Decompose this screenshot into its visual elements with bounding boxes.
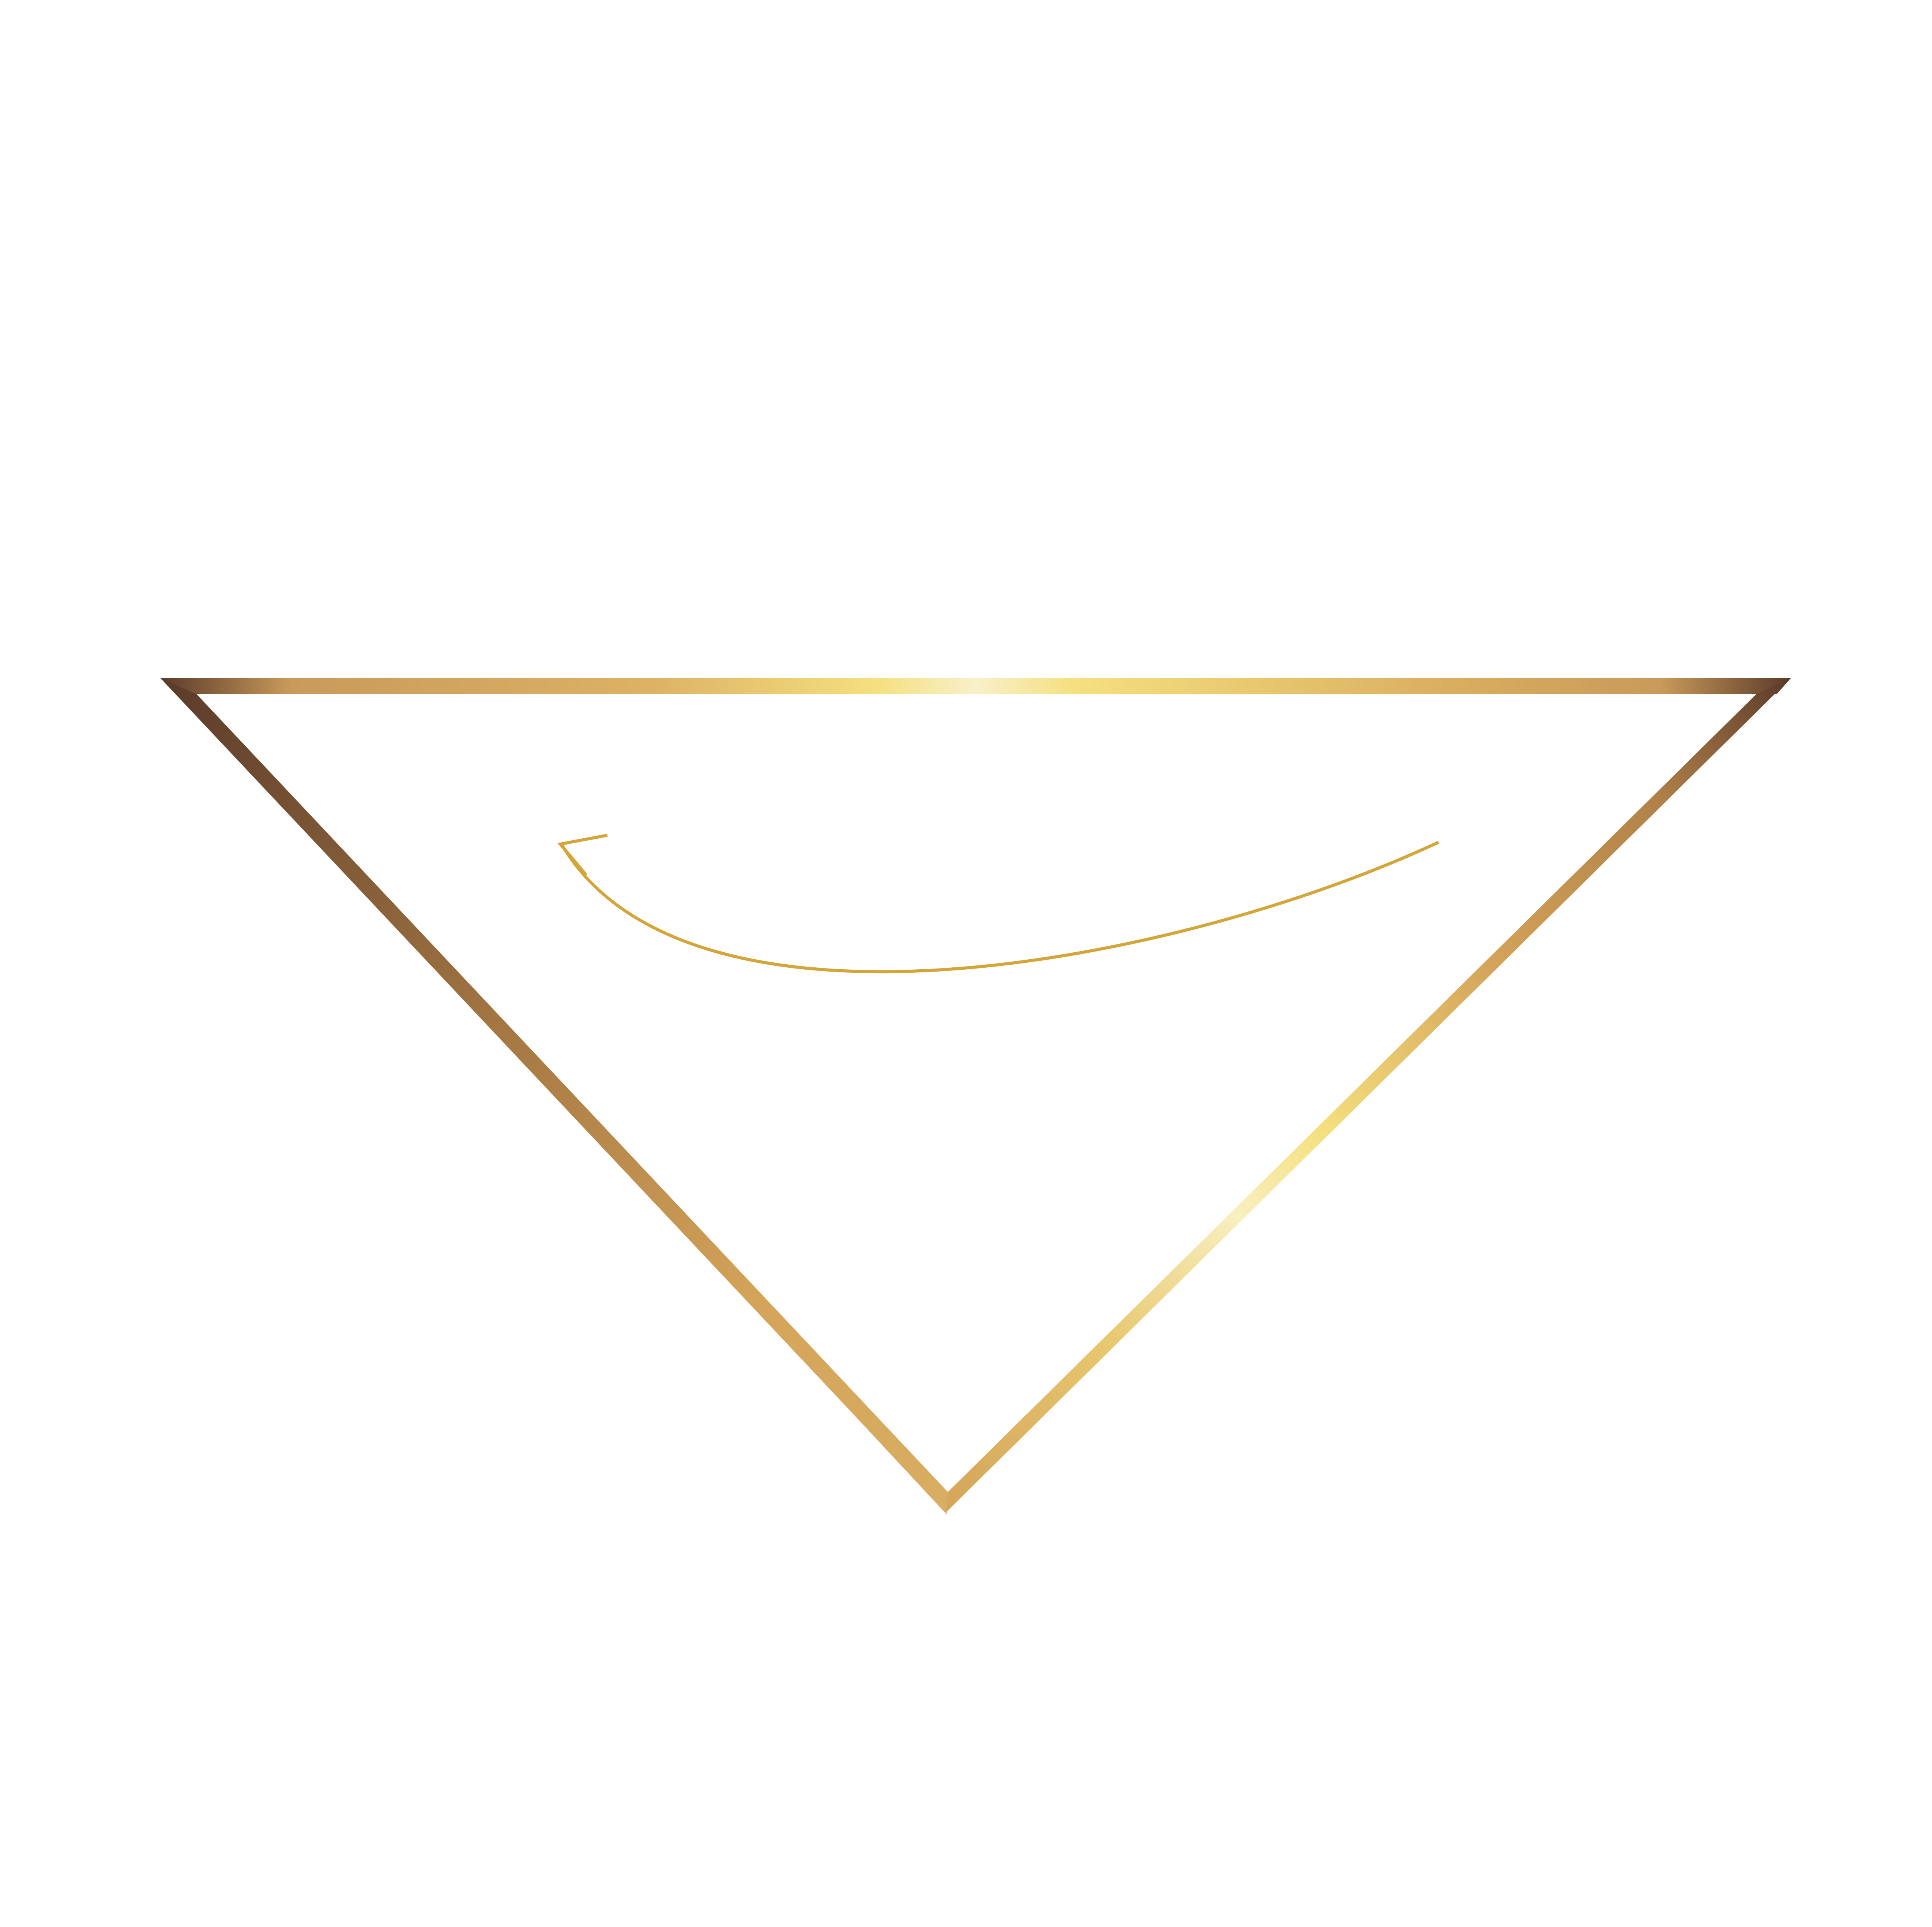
triangle-left-edge (160, 678, 947, 1514)
fold-arrow-curve (560, 841, 1439, 974)
triangle-top-edge (160, 678, 1791, 694)
triangle-outline-icon (160, 678, 1791, 1514)
fold-arrow-head (557, 834, 608, 876)
triangle-right-edge (946, 678, 1791, 1512)
curved-fold-arrow-icon (557, 834, 1439, 974)
triangle-left-edge-fill (160, 678, 948, 1512)
